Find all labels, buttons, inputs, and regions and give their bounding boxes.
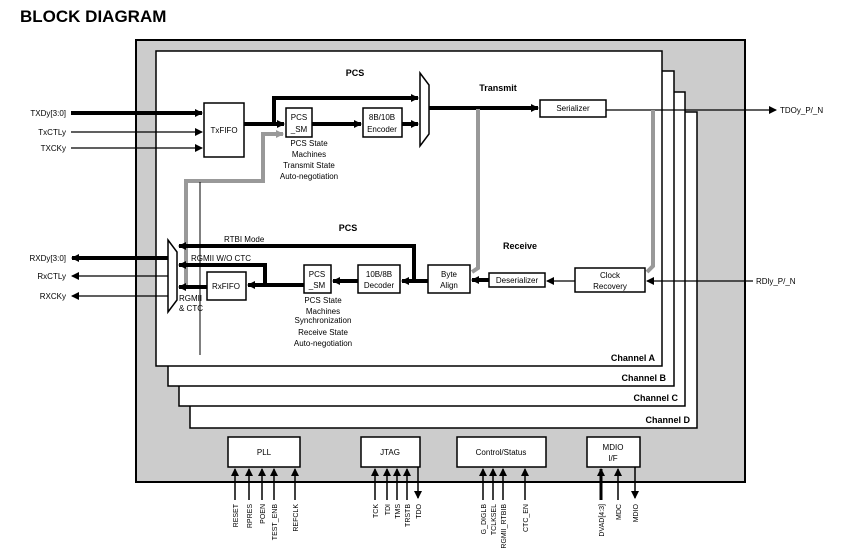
pin-label-rpres: RPRES — [247, 504, 254, 528]
rx-mux — [167, 237, 178, 315]
decoder-label-2: Decoder — [364, 281, 395, 290]
tx-mux — [419, 70, 430, 149]
rx-to-tx-loopback-path — [184, 130, 284, 287]
tx-pcs-note-4: Auto-negotiation — [280, 172, 338, 181]
rgmii-wo-ctc-label: RGMII W/O CTC — [191, 254, 251, 263]
channel-a-label: Channel A — [611, 353, 656, 363]
rxctl-signal: RxCTLy — [37, 272, 66, 281]
rx-pcs-note-2: Machines — [306, 307, 340, 316]
rx-pcs-label: PCS — [339, 223, 358, 233]
rtbi-mode-label: RTBI Mode — [224, 235, 265, 244]
rxfifo-block — [206, 271, 247, 301]
rgmii-ctc-label-2: & CTC — [179, 304, 203, 313]
clock-recovery-label-2: Recovery — [593, 282, 627, 291]
control-status-block — [456, 436, 547, 468]
pin-label-tdo: TDO — [416, 503, 423, 518]
mdio-label-2: I/F — [608, 454, 617, 463]
pin-label-mdio: MDIO — [633, 503, 640, 522]
pin-label-reset: RESET — [233, 503, 240, 527]
txd-signal: TXDy[3:0] — [30, 109, 66, 118]
serial-loopback-path — [645, 110, 655, 274]
pll-block — [227, 436, 301, 468]
rxfifo-label: RxFIFO — [212, 282, 240, 291]
clock-recovery-block — [574, 267, 646, 293]
serializer-block — [539, 99, 607, 118]
pin-label-rgmii-rtbib: RGMII_RTBIB — [501, 504, 508, 549]
pin-label-refclk: REFCLK — [293, 504, 300, 532]
receive-label: Receive — [503, 241, 537, 251]
tx-pcs-label: PCS — [346, 68, 365, 78]
decoder-block — [357, 264, 401, 294]
txfifo-label: TxFIFO — [210, 126, 237, 135]
jtag-block — [360, 436, 421, 468]
encoder-label-2: Encoder — [367, 125, 397, 134]
pin-label-tms: TMS — [395, 504, 402, 519]
transmit-label: Transmit — [479, 83, 517, 93]
parallel-loopback-path — [470, 109, 480, 274]
tx-bypass-path — [272, 94, 419, 124]
byte-align-label-1: Byte — [441, 270, 458, 279]
serializer-label: Serializer — [556, 104, 590, 113]
deserializer-label: Deserializer — [496, 276, 539, 285]
rx-pcs-note-1: PCS State — [304, 296, 342, 305]
pin-label-ctc-en: CTC_EN — [523, 504, 530, 532]
pin-label-dvad-4-3-: DVAD[4:3] — [599, 504, 606, 537]
page-title: BLOCK DIAGRAM — [20, 7, 166, 26]
tx-pcs-note-2: Machines — [292, 150, 326, 159]
clock-recovery-label-1: Clock — [600, 271, 621, 280]
pin-label-test-enb: TEST_ENB — [272, 504, 279, 541]
rx-pcs-sm-block — [303, 264, 332, 294]
rgmii-ctc-label-1: RGMII — [179, 294, 202, 303]
rx-pcs-note-5: Auto-negotiation — [294, 339, 352, 348]
rdi-signal: RDly_P/_N — [756, 277, 796, 286]
rx-pcs-sm-label-2: _SM — [308, 281, 326, 290]
rtbi-mode-path — [178, 242, 416, 281]
mdio-label-1: MDIO — [603, 443, 624, 452]
encoder-block — [362, 107, 403, 138]
mdio-block — [586, 436, 641, 468]
pin-label-tclksel: TCLKSEL — [491, 504, 498, 535]
tx-pcs-note-1: PCS State — [290, 139, 328, 148]
txck-signal: TXCKy — [41, 144, 66, 153]
pin-label-tdi: TDI — [385, 504, 392, 515]
channel-d-label: Channel D — [645, 415, 690, 425]
tx-pcs-sm-label-2: _SM — [290, 125, 308, 134]
txctl-signal: TxCTLy — [38, 128, 66, 137]
rxd-signal: RXDy[3:0] — [30, 254, 66, 263]
rgmii-wo-ctc-path — [178, 261, 267, 285]
encoder-label-1: 8B/10B — [369, 113, 395, 122]
rxck-signal: RXCKy — [40, 292, 66, 301]
control-status-label: Control/Status — [476, 448, 527, 457]
pin-label-poen: POEN — [260, 504, 267, 524]
decoder-label-1: 10B/8B — [366, 270, 392, 279]
pin-label-g-diglb: G_DIGLB — [481, 504, 488, 535]
tx-pcs-sm-label-1: PCS — [291, 113, 307, 122]
channel-c-label: Channel C — [633, 393, 678, 403]
pin-label-mdc: MDC — [616, 504, 623, 520]
tx-pcs-note-3: Transmit State — [283, 161, 335, 170]
rx-pcs-sm-label-1: PCS — [309, 270, 325, 279]
pin-label-trstb: TRSTB — [405, 504, 412, 527]
tx-pcs-sm-block — [285, 107, 313, 138]
rx-pcs-note-4: Receive State — [298, 328, 348, 337]
jtag-label: JTAG — [380, 448, 400, 457]
pll-label: PLL — [257, 448, 272, 457]
channel-b-label: Channel B — [621, 373, 666, 383]
txfifo-block — [203, 102, 245, 158]
byte-align-label-2: Align — [440, 281, 458, 290]
pin-label-tck: TCK — [373, 504, 380, 518]
tdo-signal: TDOy_P/_N — [780, 106, 823, 115]
rx-pcs-note-3: Synchronization — [295, 316, 352, 325]
